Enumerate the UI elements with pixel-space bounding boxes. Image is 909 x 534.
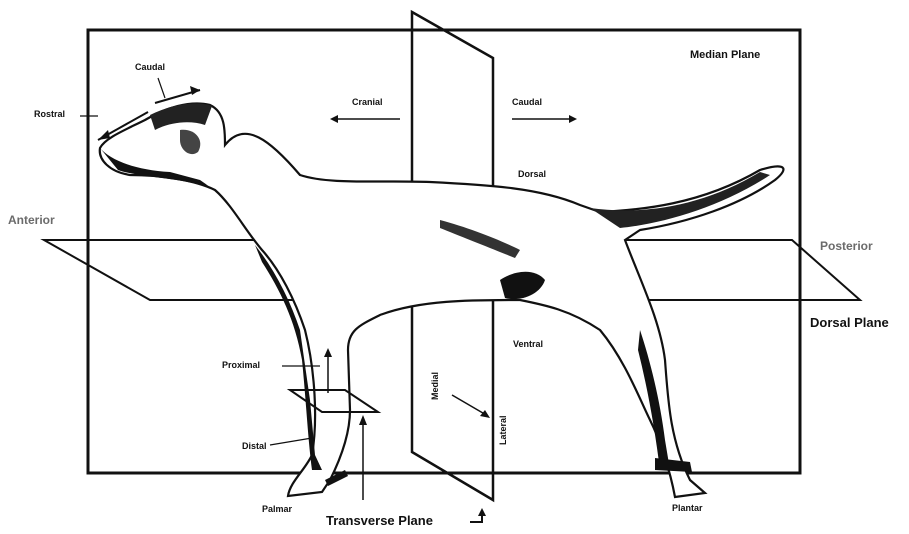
posterior-label: Posterior	[820, 240, 873, 252]
cranial-label: Cranial	[352, 98, 383, 107]
rostral-label: Rostral	[34, 110, 65, 119]
plantar-label: Plantar	[672, 504, 703, 513]
transverse-plane-label: Transverse Plane	[326, 514, 433, 527]
dorsal-label: Dorsal	[518, 170, 546, 179]
distal-label: Distal	[242, 442, 267, 451]
distal-pointer	[270, 438, 312, 445]
caudal-head-label: Caudal	[135, 63, 165, 72]
lateral-label: Lateral	[499, 415, 508, 445]
palmar-label: Palmar	[262, 505, 292, 514]
median-plane-label: Median Plane	[690, 50, 760, 61]
dorsal-plane-label: Dorsal Plane	[810, 316, 889, 329]
anterior-label: Anterior	[8, 214, 55, 226]
caudal-body-label: Caudal	[512, 98, 542, 107]
ventral-label: Ventral	[513, 340, 543, 349]
proximal-label: Proximal	[222, 361, 260, 370]
medial-lateral-arrow	[452, 395, 488, 416]
medial-label: Medial	[431, 372, 440, 400]
